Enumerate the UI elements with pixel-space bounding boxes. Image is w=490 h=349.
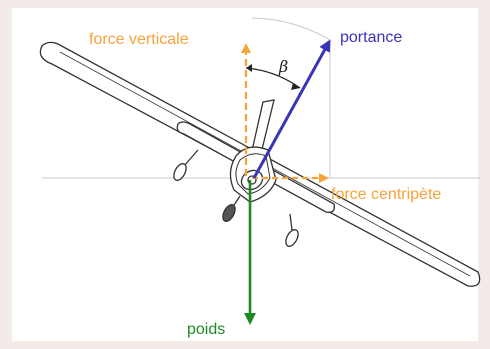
left-landing-gear bbox=[173, 149, 199, 181]
angle-arc-arrow-end bbox=[291, 83, 300, 90]
right-landing-gear bbox=[285, 213, 299, 247]
centripetal-force-label: force centripète bbox=[331, 186, 441, 203]
vertical-force-label: force verticale bbox=[89, 31, 189, 48]
cockpit-frame bbox=[235, 153, 271, 195]
reference-arc bbox=[251, 17, 331, 41]
angle-arc-arrow-start bbox=[246, 64, 252, 72]
nose-landing-gear bbox=[222, 195, 241, 222]
angle-beta-label: β bbox=[278, 57, 288, 76]
lift-arrow bbox=[252, 39, 331, 179]
lift-label: portance bbox=[340, 29, 402, 46]
weight-label: poids bbox=[187, 321, 225, 338]
